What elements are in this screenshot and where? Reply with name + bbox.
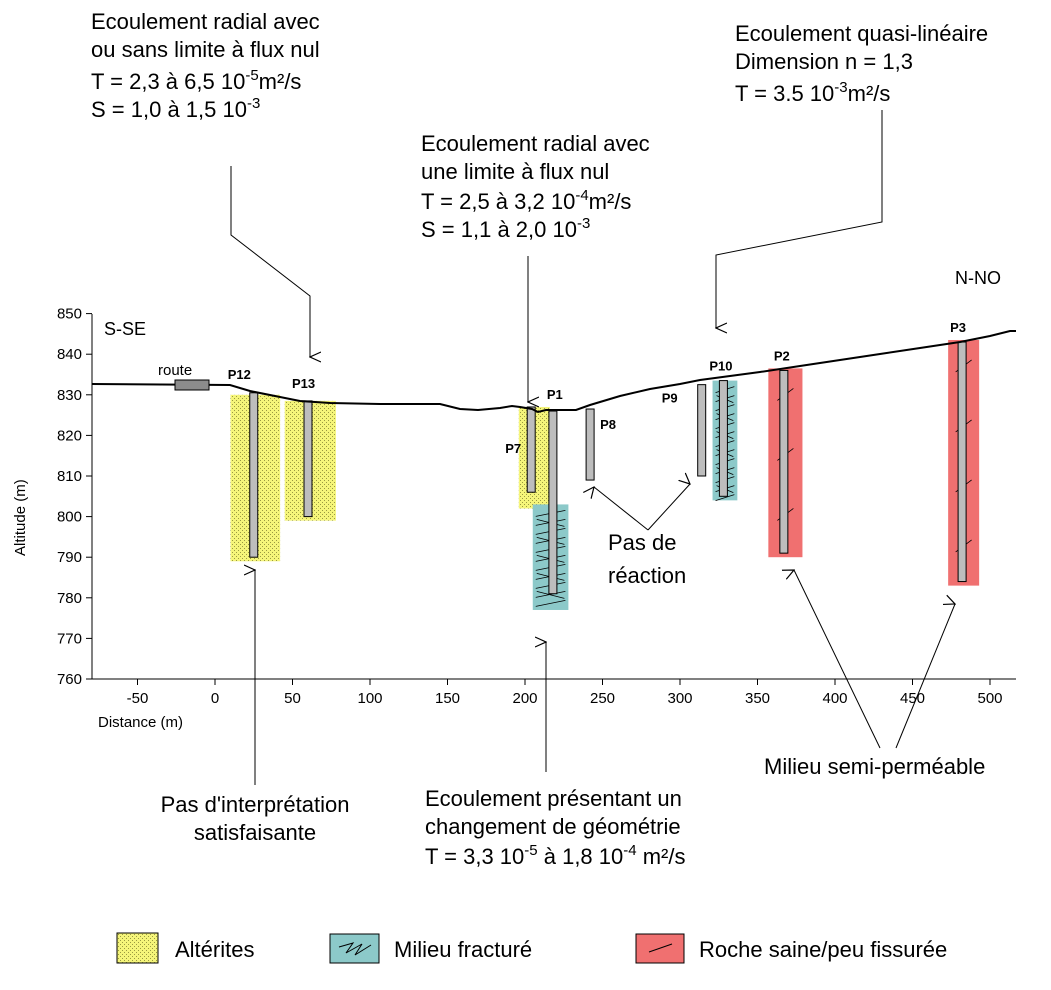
y-tick-label: 760 <box>57 671 82 688</box>
x-tick-label: -50 <box>127 690 149 707</box>
well-p1 <box>548 410 558 595</box>
y-tick-label: 800 <box>57 509 82 526</box>
well-p9 <box>697 384 707 477</box>
y-ticks: 760 770 780 790 800 810 820 830 840 850 <box>57 306 92 688</box>
arrow-top-right <box>716 110 883 328</box>
y-tick-label: 770 <box>57 630 82 647</box>
well-p13 <box>303 400 313 518</box>
svg-text:S = 1,1 à 2,0 10-3: S = 1,1 à 2,0 10-3 <box>421 215 590 242</box>
road-label: route <box>158 362 192 379</box>
legend-fracture-marks <box>338 942 372 956</box>
lithology-zones <box>230 339 980 610</box>
well-label-p1: P1 <box>547 387 563 402</box>
annotation-top-middle: Ecoulement radial avec une limite à flux… <box>421 131 650 242</box>
x-tick-label: 0 <box>211 690 219 707</box>
well-p8 <box>585 408 595 481</box>
y-tick-label: 790 <box>57 549 82 566</box>
svg-text:T = 2,3 à 6,5 10-5m²/s: T = 2,3 à 6,5 10-5m²/s <box>91 67 301 94</box>
well-label-p13: P13 <box>292 376 315 391</box>
y-tick-label: 840 <box>57 346 82 363</box>
arrow-semi-permeable-p3 <box>895 604 955 749</box>
legend-label-roche: Roche saine/peu fissurée <box>699 937 947 962</box>
x-tick-label: 250 <box>590 690 615 707</box>
x-tick-label: 400 <box>822 690 847 707</box>
svg-text:S = 1,0 à 1,5 10-3: S = 1,0 à 1,5 10-3 <box>91 95 260 122</box>
svg-text:T = 2,5 à 3,2 10-4m²/s: T = 2,5 à 3,2 10-4m²/s <box>421 187 631 214</box>
y-tick-label: 830 <box>57 387 82 404</box>
well-label-p3: P3 <box>950 320 966 335</box>
well-label-p9: P9 <box>662 391 678 406</box>
svg-text:Ecoulement présentant un: Ecoulement présentant un <box>425 786 682 811</box>
legend-swatch-alterites <box>116 932 159 964</box>
y-axis-label: Altitude (m) <box>12 479 29 556</box>
well-label-p12: P12 <box>228 367 251 382</box>
arrow-semi-permeable-p2 <box>794 570 881 749</box>
svg-text:satisfaisante: satisfaisante <box>194 820 316 845</box>
arrow-top-left <box>230 166 310 357</box>
x-tick-label: 350 <box>745 690 770 707</box>
annotation-no-reaction: Pas de réaction <box>608 530 686 588</box>
svg-text:Ecoulement radial avec: Ecoulement radial avec <box>91 9 320 34</box>
svg-text:T = 3,3 10-5 à 1,8 10-4 m²/s: T = 3,3 10-5 à 1,8 10-4 m²/s <box>425 842 686 869</box>
annotation-bottom-middle: Ecoulement présentant un changement de g… <box>425 786 686 869</box>
direction-right-label: N-NO <box>955 268 1001 288</box>
annotation-bottom-left: Pas d'interprétation satisfaisante <box>161 792 350 845</box>
legend: Altérites Milieu fracturé Roche saine/pe… <box>116 932 947 964</box>
annotation-semi-permeable: Milieu semi-perméable <box>764 754 985 779</box>
well-p10 <box>718 380 728 497</box>
well-p7 <box>526 406 536 493</box>
x-axis-label: Distance (m) <box>98 714 183 731</box>
svg-text:Pas d'interprétation: Pas d'interprétation <box>161 792 350 817</box>
y-tick-label: 820 <box>57 427 82 444</box>
well-label-p7: P7 <box>505 441 521 456</box>
legend-label-alterites: Altérites <box>175 937 254 962</box>
x-tick-label: 450 <box>900 690 925 707</box>
y-tick-label: 780 <box>57 590 82 607</box>
direction-left-label: S-SE <box>104 319 146 339</box>
well-p2 <box>779 369 789 554</box>
annotation-top-left: Ecoulement radial avec ou sans limite à … <box>91 9 320 122</box>
x-tick-label: 100 <box>357 690 382 707</box>
legend-roche-mark <box>648 943 673 953</box>
arrow-no-reaction-p9 <box>647 484 690 531</box>
well-label-p8: P8 <box>600 417 616 432</box>
svg-text:une limite à flux nul: une limite à flux nul <box>421 159 609 184</box>
svg-text:T = 3.5 10-3m²/s: T = 3.5 10-3m²/s <box>735 79 890 106</box>
svg-text:réaction: réaction <box>608 563 686 588</box>
x-ticks: -50 0 50 100 150 200 250 300 350 400 450 500 <box>127 679 1003 707</box>
y-tick-label: 810 <box>57 468 82 485</box>
well-label-p2: P2 <box>774 348 790 363</box>
svg-text:ou sans limite à flux nul: ou sans limite à flux nul <box>91 37 320 62</box>
well-p3 <box>957 341 967 583</box>
axes: 760 770 780 790 800 810 820 830 840 850 -50 0 50 100… <box>12 306 1016 731</box>
x-tick-label: 50 <box>284 690 301 707</box>
svg-text:Ecoulement quasi-linéaire: Ecoulement quasi-linéaire <box>735 21 988 46</box>
ground-surface-profile <box>91 330 1016 414</box>
x-tick-label: 500 <box>977 690 1002 707</box>
annotation-top-right: Ecoulement quasi-linéaire Dimension n = … <box>735 21 988 106</box>
arrow-no-reaction-p8 <box>594 487 649 531</box>
y-tick-label: 850 <box>57 306 82 323</box>
svg-text:changement de géométrie: changement de géométrie <box>425 814 681 839</box>
x-tick-label: 150 <box>435 690 460 707</box>
x-tick-label: 200 <box>512 690 537 707</box>
svg-text:Dimension n = 1,3: Dimension n = 1,3 <box>735 49 913 74</box>
well-p12 <box>249 392 259 558</box>
legend-label-fracture: Milieu fracturé <box>394 937 532 962</box>
svg-text:Pas de: Pas de <box>608 530 677 555</box>
svg-text:Ecoulement radial avec: Ecoulement radial avec <box>421 131 650 156</box>
x-tick-label: 300 <box>667 690 692 707</box>
road-symbol <box>174 379 210 391</box>
well-label-p10: P10 <box>709 359 732 374</box>
